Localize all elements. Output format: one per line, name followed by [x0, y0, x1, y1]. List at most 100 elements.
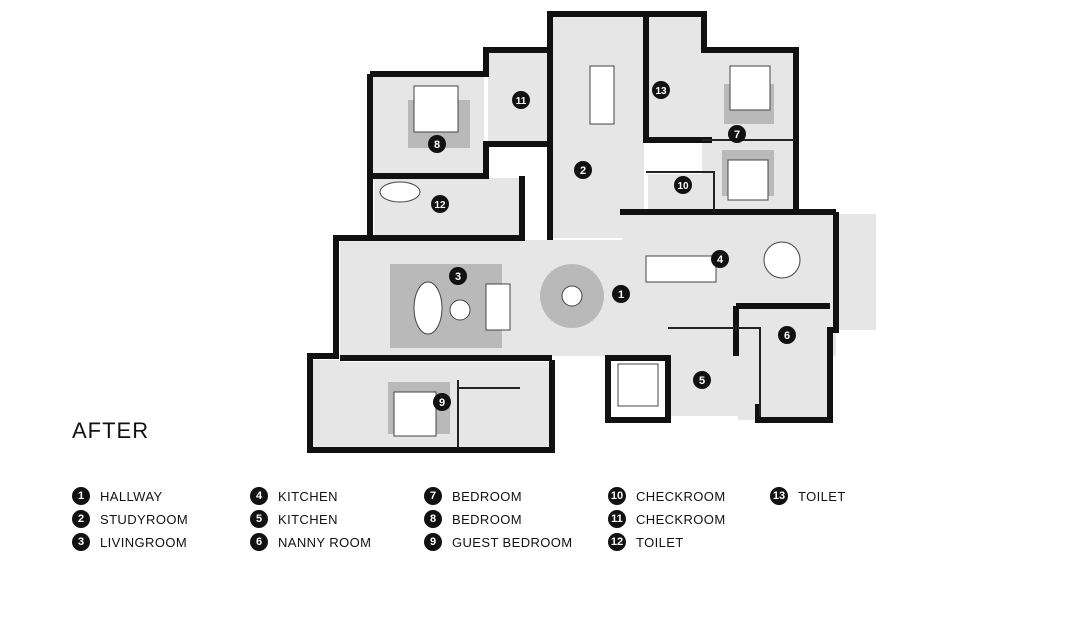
bed-8 [413, 85, 459, 133]
legend-number-badge: 10 [608, 487, 626, 505]
toilet-13-floor [646, 16, 702, 138]
legend-label: CHECKROOM [636, 511, 726, 527]
dining-table [763, 241, 801, 279]
room-marker-10: 10 [674, 176, 692, 194]
room-marker-circle [512, 91, 530, 109]
room-marker-number: 6 [784, 330, 790, 342]
inner-wall-core [605, 355, 671, 423]
legend-item-5: 5 KITCHEN [250, 509, 338, 529]
room-marker-number: 1 [618, 289, 624, 301]
coffee-table [449, 299, 471, 321]
legend-number-badge: 7 [424, 487, 442, 505]
kitchen5-wall [668, 327, 761, 416]
room-marker-number: 5 [699, 375, 705, 387]
legend-number-badge: 8 [424, 510, 442, 528]
legend-number-badge: 6 [250, 533, 268, 551]
legend-number-badge: 5 [250, 510, 268, 528]
room-marker-number: 12 [434, 200, 446, 211]
guest-bath-wall [457, 380, 520, 448]
thin-walls [457, 139, 796, 448]
study-table [589, 65, 615, 125]
room-marker-11: 11 [512, 91, 530, 109]
legend-label: TOILET [636, 534, 684, 550]
plan-title: AFTER [72, 418, 150, 443]
room-marker-number: 11 [516, 96, 527, 107]
sofa [485, 283, 511, 331]
room-marker-3: 3 [449, 267, 467, 285]
room-marker-7: 7 [728, 125, 746, 143]
room-marker-number: 7 [734, 129, 740, 141]
room-marker-circle [674, 176, 692, 194]
room-marker-circle [433, 393, 451, 411]
room-marker-number: 13 [655, 86, 667, 97]
room-marker-2: 2 [574, 161, 592, 179]
inner-wall-toilet13 [643, 14, 712, 143]
legend-item-11: 11 CHECKROOM [608, 509, 726, 529]
legend-label: KITCHEN [278, 488, 338, 504]
inner-wall-bedroom8 [372, 141, 548, 179]
room-marker-number: 8 [434, 139, 440, 151]
room-marker-circle [652, 81, 670, 99]
room-marker-1: 1 [612, 285, 630, 303]
legend-number-badge: 2 [72, 510, 90, 528]
room-marker-circle [612, 285, 630, 303]
legend-item-7: 7 BEDROOM [424, 486, 522, 506]
room-marker-circle [778, 326, 796, 344]
room-marker-number: 2 [580, 165, 586, 177]
room-marker-number: 10 [677, 181, 689, 192]
bed-7 [729, 65, 771, 111]
legend-item-12: 12 TOILET [608, 532, 684, 552]
room-marker-circle [693, 371, 711, 389]
legend-number-badge: 3 [72, 533, 90, 551]
legend-label: NANNY ROOM [278, 534, 372, 550]
room-marker-number: 3 [455, 271, 461, 283]
room-marker-13: 13 [652, 81, 670, 99]
inner-wall-lower [372, 176, 525, 241]
legend-number-badge: 1 [72, 487, 90, 505]
kitchen-island [645, 255, 717, 283]
legend-label: LIVINGROOM [100, 534, 188, 550]
legend-item-2: 2 STUDYROOM [72, 509, 188, 529]
outer-wall-right [755, 212, 839, 423]
room-marker-4: 4 [711, 250, 729, 268]
room-marker-circle [428, 135, 446, 153]
room-marker-number: 4 [717, 254, 724, 266]
nanny-floor [738, 310, 830, 420]
study-floor [552, 16, 644, 238]
legend-item-3: 3 LIVINGROOM [72, 532, 187, 552]
room-marker-5: 5 [693, 371, 711, 389]
bed-7b [727, 159, 769, 201]
legend-label: BEDROOM [452, 488, 522, 504]
legend-label: TOILET [798, 488, 846, 504]
balcony-right-floor [836, 214, 876, 330]
legend-label: STUDYROOM [100, 511, 189, 527]
legend-number-badge: 12 [608, 533, 626, 551]
room-marker-12: 12 [431, 195, 449, 213]
legend-label: GUEST BEDROOM [452, 534, 573, 550]
legend-number-badge: 13 [770, 487, 788, 505]
checkroom10-wall [646, 171, 715, 212]
bathtub [379, 181, 421, 203]
room-marker-circle [449, 267, 467, 285]
legend-number-badge: 11 [608, 510, 626, 528]
legend-item-6: 6 NANNY ROOM [250, 532, 371, 552]
room-marker-8: 8 [428, 135, 446, 153]
living-rug [390, 264, 502, 348]
room-marker-number: 9 [439, 397, 445, 409]
legend-label: KITCHEN [278, 511, 338, 527]
balcony-left-floor [312, 360, 342, 448]
room-marker-6: 6 [778, 326, 796, 344]
guest-bed [393, 391, 437, 437]
room-marker-circle [728, 125, 746, 143]
room-marker-9: 9 [433, 393, 451, 411]
furniture [379, 65, 801, 437]
room-marker-circle [431, 195, 449, 213]
legend-item-13: 13 TOILET [770, 486, 846, 506]
walls [307, 11, 839, 453]
